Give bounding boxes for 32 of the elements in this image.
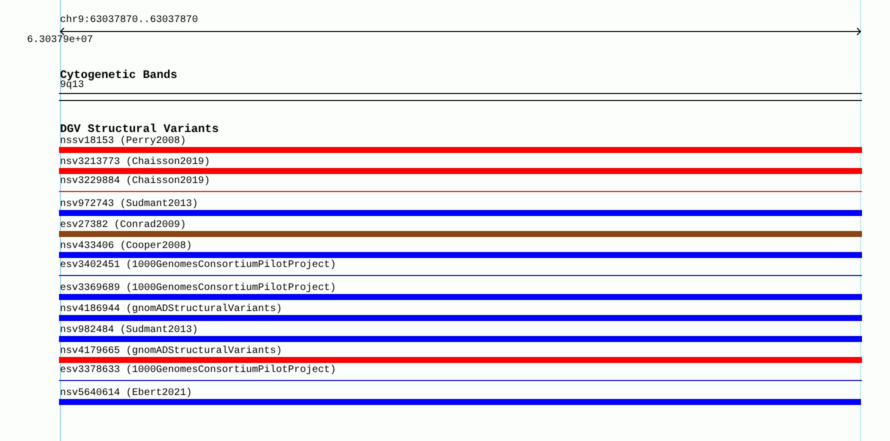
band-label: 9q13 [60,80,84,91]
variant-label: nsv3213773 (Chaisson2019) [60,157,210,168]
variant-bar [59,210,862,216]
variant-bar [59,231,862,237]
variant-label: nsv433406 (Cooper2008) [60,241,192,252]
variant-label: nsv3229884 (Chaisson2019) [60,176,210,187]
variant-line [59,191,862,192]
variant-line [59,275,862,276]
variant-bar [59,399,861,405]
variant-line [59,380,862,381]
variant-bar [59,294,862,300]
track-title: DGV Structural Variants [60,122,219,136]
variant-bar [59,168,862,174]
variant-label: nsv972743 (Sudmant2013) [60,199,198,210]
variant-label: nssv18153 (Perry2008) [60,136,186,147]
variant-label: esv27382 (Conrad2009) [60,220,186,231]
cytoband-band [59,93,862,101]
variant-bar [59,147,862,153]
variant-label: esv3378633 (1000GenomesConsortiumPilotProject) [60,365,336,376]
track-title: Cytogenetic Bands [60,68,178,82]
region-label: chr9:63037870..63037870 [60,15,198,26]
scale-tick-label: 6.30379e+07 [27,35,94,46]
variant-label: esv3369689 (1000GenomesConsortiumPilotProject) [60,283,336,294]
variant-label: nsv5640614 (Ebert2021) [60,388,192,399]
variant-bar [59,336,862,342]
variant-label: nsv4186944 (gnomADStructuralVariants) [60,304,282,315]
variant-bar [59,315,862,321]
variant-label: nsv4179665 (gnomADStructuralVariants) [60,346,282,357]
variant-bar [59,252,862,258]
variant-label: nsv982484 (Sudmant2013) [60,325,198,336]
variant-label: esv3402451 (1000GenomesConsortiumPilotProject) [60,260,336,271]
variant-bar [59,357,862,363]
